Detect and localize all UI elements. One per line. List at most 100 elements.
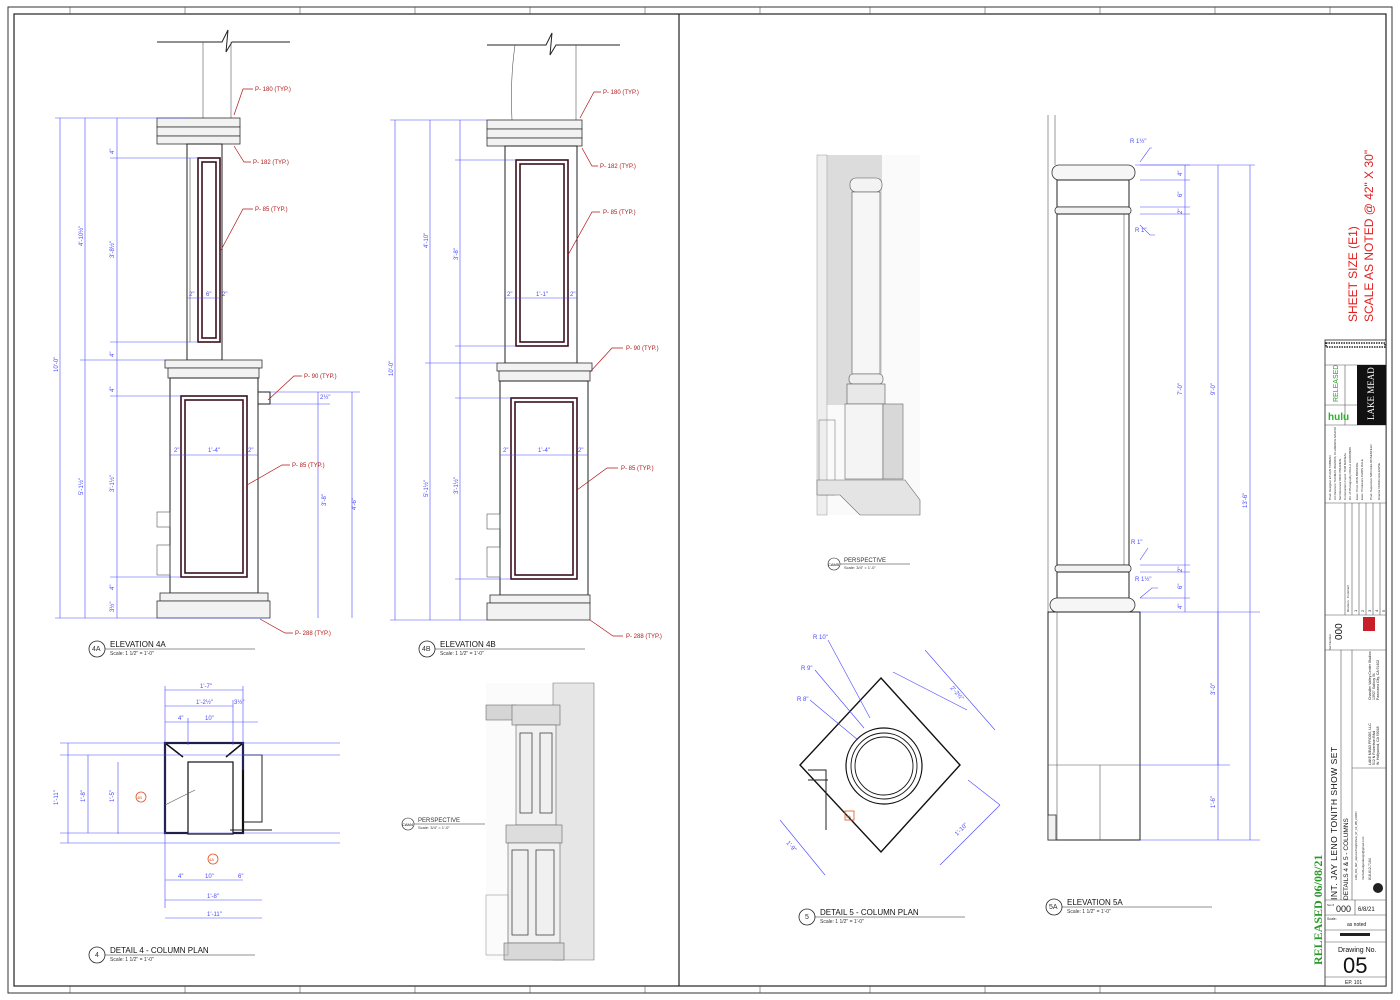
dim-radius: R 1" [1135,228,1146,234]
dim: 4" [110,387,116,392]
dim: 3½" [234,699,244,706]
section-marker-5a[interactable]: 5A [844,810,855,821]
view-title: ELEVATION 5A [1067,898,1123,907]
dim: 6" [1178,192,1184,197]
view-title: ELEVATION 4B [440,640,496,649]
revision-row: 2 [1360,609,1365,612]
dim: 9'-0" [1211,383,1217,395]
company-line: 512 N Robertson Blvd [1372,731,1376,765]
email: michelbudgetdesign@gmail.com [1361,836,1365,880]
callout-p85: P- 85 (TYP.) [255,207,288,213]
crew-item: Dir. of Photography PAULA HUIDOBRO [1348,446,1352,500]
dim: 1'-9" [785,840,797,853]
elevation-4a: 10'-0" 4'-10½" 5'-1½" 3'-8½" 3'-1½" 2" 6… [54,29,360,658]
union-seal-icon [1373,883,1383,893]
sheet-title: DETAILS 4 & 5 - COLUMNS [1343,817,1350,900]
dim-upper-panel: 3'-8½" [109,241,116,258]
marker-label: 4A [209,857,214,862]
dim: 1'-8" [207,894,219,900]
dim: 2" [570,292,575,298]
dim: 10" [205,716,214,722]
studio-line: Panorama City, CA 91402 [1376,660,1380,700]
dim: 4" [110,149,116,154]
dim: 2" [507,292,512,298]
view-title: DETAIL 5 - COLUMN PLAN [820,908,919,917]
dim: 1'-11" [207,912,222,918]
dim: 2" [222,292,227,298]
dim-overall-height: 10'-0" [54,357,60,372]
dim-lower-height: 5'-1½" [78,478,85,495]
perspective-cam4: CAM4 PERSPECTIVE Scale: 3/4" = 1'-0" [401,682,595,961]
callout-p85: P- 85 (TYP.) [292,463,325,469]
released-stamp: RELEASED 06/08/21 [1311,855,1325,965]
dim: 2" [1178,209,1184,214]
crew-item: Exec. Prod. RON BRISCOE [1355,463,1359,500]
view-scale: Scale: 1 1/2" = 1'-0" [1067,909,1111,915]
company-line: LAKE MEAD PRODS, LLC [1368,723,1372,765]
marker-label: 5A [846,814,851,819]
network-logo: hulu [1328,412,1349,423]
view-title: PERSPECTIVE [418,818,460,824]
dim-radius: R 1" [1131,540,1142,546]
company-line: W. Hollywood, CA 90048 [1376,726,1380,765]
dim: 1'-2½" [196,699,213,706]
dim: 13'-6" [1243,493,1249,508]
dim: 6" [206,292,211,298]
set-value: 000 [1336,904,1351,914]
studio-line: 13927 Saticoy St. [1372,673,1376,700]
dim-radius: R 10" [813,635,828,641]
dim: 7'-0" [1178,383,1184,395]
set-number-label: Set Number [1328,634,1332,650]
title-block: RELEASED hulu LAKE MEAD Prod. Designer E… [1324,339,1387,987]
view-title: PERSPECTIVE [844,558,886,564]
dim: 1'-4" [538,448,550,454]
dim-radius: R 1½" [1135,576,1151,583]
view-scale: Scale: 1 1/2" = 1'-0" [110,957,154,963]
crew-item: Set Decorator RICK PIRANESI [1338,458,1342,500]
dim: 5'-1½" [423,480,430,497]
revision-row: 3 [1367,609,1372,612]
grid-ticks [69,7,1331,993]
elevation-4b: 10'-0" 4'-10" 5'-1½" 3'-8" 3'-1½" 2" 1'-… [389,32,662,658]
camera-tag: CAM4 [402,822,414,827]
camera-tag: CAM5 [828,562,840,567]
view-scale: Scale: 1 1/2" = 1'-0" [110,651,154,657]
dim: 2" [503,448,508,454]
dim: 2" [578,448,583,454]
view-tag: 4 [95,952,99,959]
dim: 3'-8" [322,494,328,506]
comment-header: Comment [1346,585,1350,598]
dim: 6" [238,874,243,880]
dim: 1'-7" [200,684,212,690]
callout-p180: P- 180 (TYP.) [255,87,291,93]
callout-p288: P- 288 (TYP.) [295,631,331,637]
callout-p85: P- 85 (TYP.) [621,466,654,472]
dim: 1'-6" [1211,796,1217,808]
dim: 1'-10" [954,822,969,837]
section-marker-4b[interactable]: 4B [135,791,147,803]
crew-list: Prod. Designer ETHAN TOBMAN Art Director… [1328,426,1381,500]
dim: 4'-6" [352,498,358,510]
scale-label: Scale: [1327,917,1337,921]
marker-label: 4B [137,795,142,800]
dim-upper-height: 4'-10½" [78,226,85,246]
section-marker-4a[interactable]: 4A [207,853,219,865]
crew-item: Prod. Supervisor MICHAEL ROSENFELD [1369,444,1373,500]
dim: 2" [174,448,179,454]
date: 6/8/21 [1358,907,1375,913]
dim: 3'-8" [454,248,460,260]
crew-item: Director CRAIG GILLESPIE [1377,463,1381,500]
dim: 4" [1178,604,1184,609]
view-scale: Scale: 3/4" = 1'-0" [418,825,450,830]
dim: 1'-5" [110,790,116,802]
callout-p90: P- 90 (TYP.) [304,374,337,380]
dim: 2½" [320,394,330,401]
crew-item: Art Directors THOMAS WILKINS, CLARENCE M… [1333,426,1337,500]
episode: EP. 101 [1345,980,1362,986]
studio-line: Chandler Valley Center Studios [1368,651,1372,700]
dim: 6" [1178,584,1184,589]
set-label: Set # [1327,903,1334,907]
view-scale: Scale: 3/4" = 1'-0" [844,565,876,570]
callout-p180: P- 180 (TYP.) [603,90,639,96]
dim-radius: R 1½" [1130,138,1146,145]
